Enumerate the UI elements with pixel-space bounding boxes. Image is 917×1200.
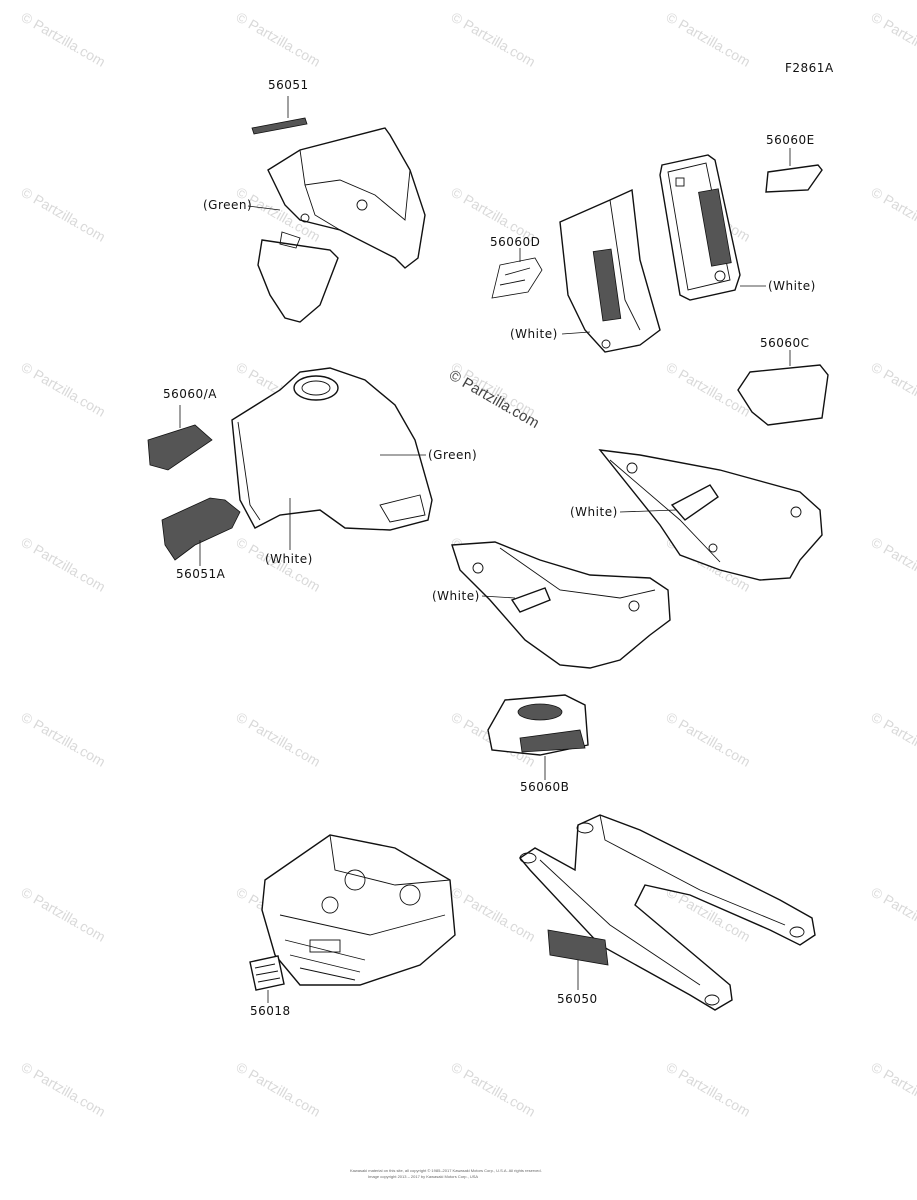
- color-label-white-shroud: (White): [510, 327, 558, 341]
- watermark-text: © Partzilla.com: [869, 1059, 917, 1120]
- watermark-text: © Partzilla.com: [664, 709, 754, 770]
- decal-56051A: [161, 497, 241, 561]
- fuel-tank: [231, 367, 433, 531]
- footer-copyright-line1: Kawasaki material on this site, all copy…: [350, 1168, 542, 1173]
- watermark-text: © Partzilla.com: [19, 884, 109, 945]
- cylinder-head: [261, 834, 456, 986]
- decal-56060D: [491, 257, 543, 299]
- watermark-text: © Partzilla.com: [234, 709, 324, 770]
- decal-56060B: [487, 694, 589, 756]
- part-number-56051A: 56051A: [176, 567, 226, 581]
- part-number-56060D: 56060D: [490, 235, 540, 249]
- watermark-text: © Partzilla.com: [869, 359, 917, 420]
- decal-56018: [249, 955, 285, 991]
- watermark-text: © Partzilla.com: [19, 1059, 109, 1120]
- watermark-text: © Partzilla.com: [869, 184, 917, 245]
- part-number-56060A: 56060/A: [163, 387, 217, 401]
- part-number-56050: 56050: [557, 992, 598, 1006]
- watermark-text: © Partzilla.com: [19, 709, 109, 770]
- side-cover-right: [598, 449, 823, 581]
- watermark-text: © Partzilla.com: [664, 9, 754, 70]
- color-label-green-tank: (Green): [428, 448, 477, 462]
- front-fairing: [257, 127, 426, 323]
- watermark-text: © Partzilla.com: [869, 534, 917, 595]
- decal-56050: [547, 929, 609, 966]
- watermark-text: © Partzilla.com: [869, 9, 917, 70]
- radiator-shroud: [559, 188, 661, 353]
- watermark-text: © Partzilla.com: [869, 884, 917, 945]
- side-number-panel: [659, 154, 741, 301]
- decal-56060C: [737, 364, 829, 426]
- color-label-white-side-right: (White): [570, 505, 618, 519]
- part-number-56060E: 56060E: [766, 133, 815, 147]
- watermark-text: © Partzilla.com: [234, 1059, 324, 1120]
- figure-code: F2861A: [785, 61, 834, 75]
- watermark-text: © Partzilla.com: [449, 884, 539, 945]
- decal-56060A: [147, 424, 213, 471]
- watermark-text: © Partzilla.com: [19, 534, 109, 595]
- decal-56060E: [765, 164, 823, 193]
- watermark-text: © Partzilla.com: [19, 359, 109, 420]
- footer-copyright-line2: Image copyright 2013 – 2017 by Kawasaki …: [368, 1174, 478, 1179]
- side-cover-left: [451, 541, 671, 669]
- watermark-text: © Partzilla.com: [664, 1059, 754, 1120]
- part-number-56018: 56018: [250, 1004, 291, 1018]
- color-label-white-panel: (White): [768, 279, 816, 293]
- color-label-green-fairing: (Green): [203, 198, 252, 212]
- part-number-56060C: 56060C: [760, 336, 810, 350]
- part-number-56051: 56051: [268, 78, 309, 92]
- watermark-text: © Partzilla.com: [869, 709, 917, 770]
- color-label-white-tank: (White): [265, 552, 313, 566]
- color-label-white-side-left: (White): [432, 589, 480, 603]
- swing-arm: [518, 814, 816, 1011]
- watermark-text: © Partzilla.com: [449, 9, 539, 70]
- watermark-text: © Partzilla.com: [449, 1059, 539, 1120]
- watermark-text: © Partzilla.com: [19, 9, 109, 70]
- watermark-text: © Partzilla.com: [19, 184, 109, 245]
- watermark-text: © Partzilla.com: [234, 9, 324, 70]
- decal-56051: [251, 117, 308, 135]
- part-number-56060B: 56060B: [520, 780, 569, 794]
